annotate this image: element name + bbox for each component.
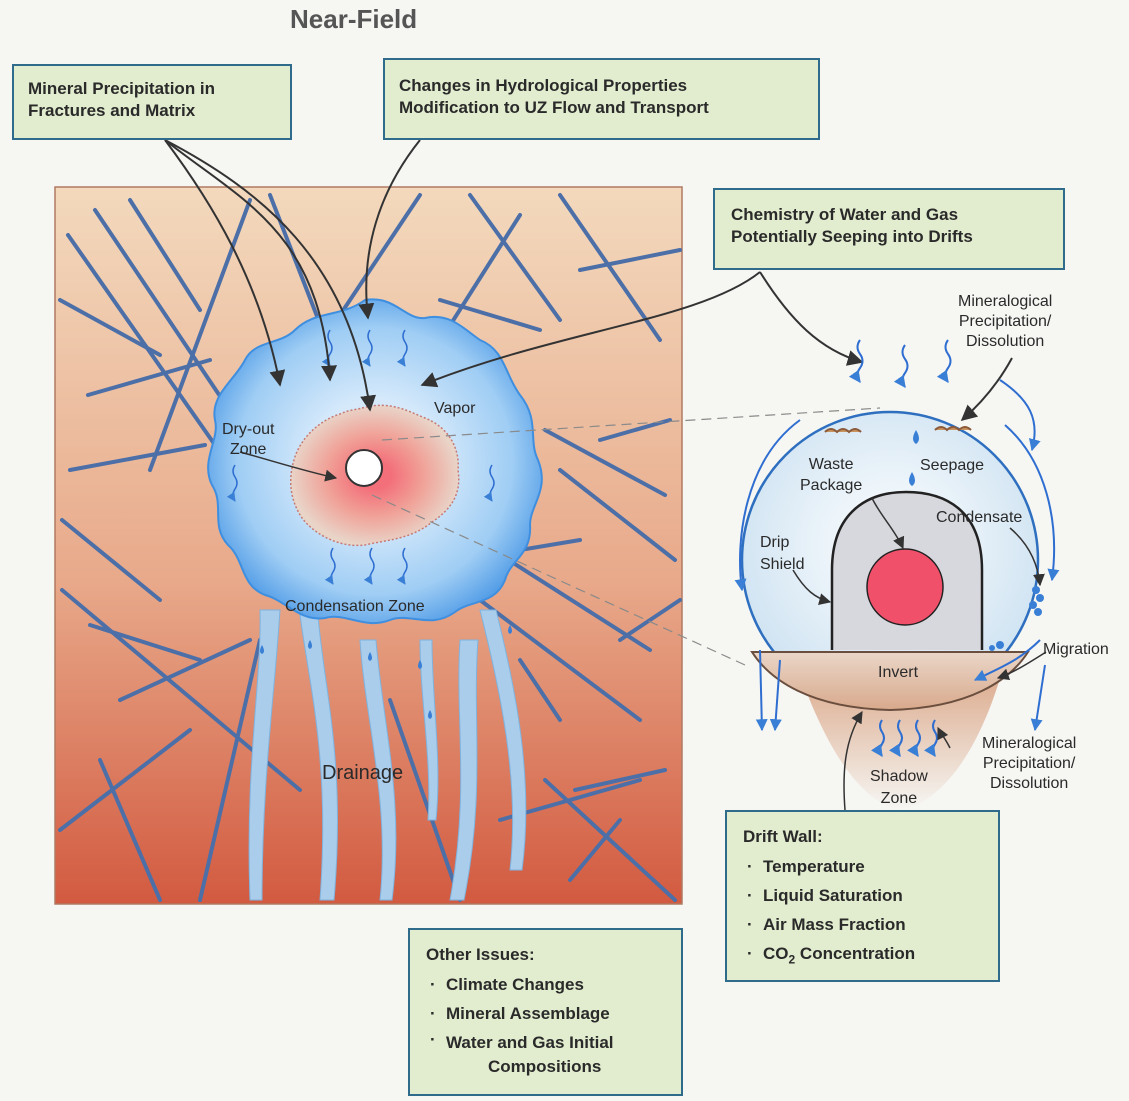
vapor-label: Vapor [434, 400, 476, 418]
drift-wall-list: ·Temperature ·Liquid Saturation ·Air Mas… [743, 852, 982, 974]
box-line: Potentially Seeping into Drifts [731, 226, 1047, 248]
drift-wall-box: Drift Wall: ·Temperature ·Liquid Saturat… [725, 810, 1000, 982]
condensation-zone-label: Condensation Zone [285, 598, 425, 616]
drainage-label: Drainage [322, 762, 403, 785]
list-item: ·Liquid Saturation [743, 881, 982, 910]
condensate-label: Condensate [936, 509, 1022, 527]
co2-subscript: 2 [789, 952, 796, 966]
drift-opening [346, 450, 382, 486]
list-item: ·Temperature [743, 852, 982, 881]
hydrological-properties-box: Changes in Hydrological Properties Modif… [383, 58, 820, 140]
box-line: Chemistry of Water and Gas [731, 204, 1047, 226]
box-line: Changes in Hydrological Properties [399, 75, 804, 97]
list-item: ·Air Mass Fraction [743, 910, 982, 939]
chemistry-box: Chemistry of Water and Gas Potentially S… [713, 188, 1065, 270]
list-item: ·Mineral Assemblage [426, 999, 665, 1028]
seepage-label: Seepage [920, 457, 984, 475]
waste-package [867, 549, 943, 625]
box-line: Modification to UZ Flow and Transport [399, 97, 804, 119]
drift-wall-heading: Drift Wall: [743, 826, 982, 848]
invert-label: Invert [878, 664, 918, 682]
box-line: Mineral Precipitation in [28, 78, 276, 100]
migration-label: Migration [1043, 641, 1109, 659]
list-item: ·CO2 Concentration [743, 939, 982, 974]
list-item: ·Climate Changes [426, 970, 665, 999]
other-issues-heading: Other Issues: [426, 944, 665, 966]
other-issues-list: ·Climate Changes ·Mineral Assemblage ·Wa… [426, 970, 665, 1079]
other-issues-box: Other Issues: ·Climate Changes ·Mineral … [408, 928, 683, 1096]
box-line: Fractures and Matrix [28, 100, 276, 122]
mineral-precipitation-box: Mineral Precipitation in Fractures and M… [12, 64, 292, 140]
